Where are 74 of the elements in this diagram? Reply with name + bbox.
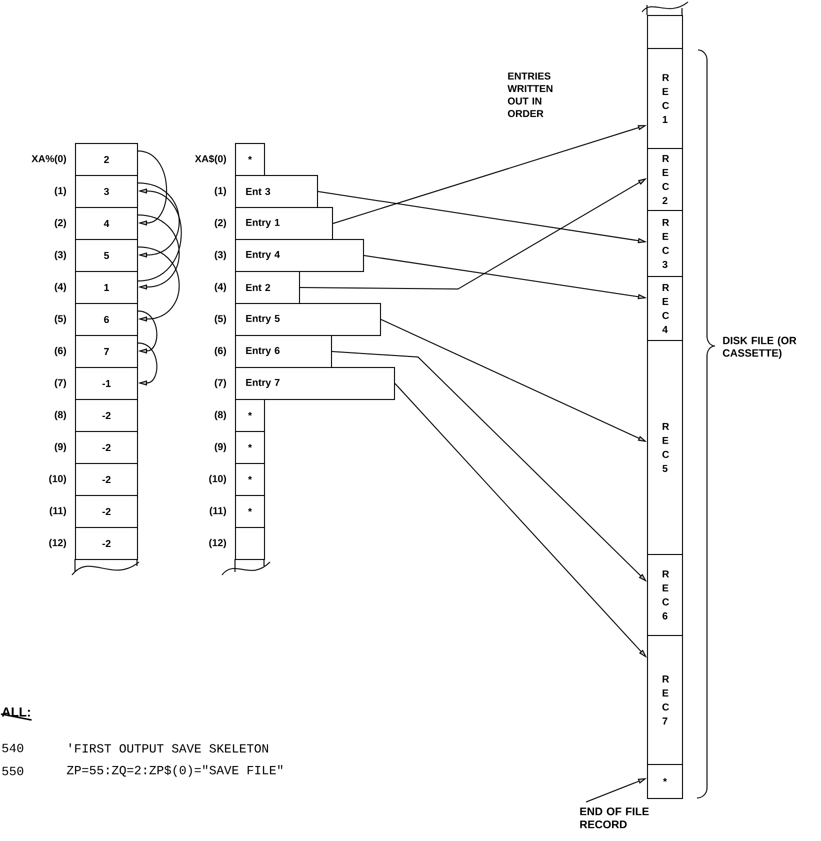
array-cell: 3	[75, 175, 138, 208]
arrow	[138, 182, 180, 258]
array-cell: 2	[75, 143, 138, 176]
array-cell: Entry 6	[235, 335, 332, 368]
index-label: (10)	[209, 474, 226, 484]
index-label: (6)	[214, 346, 226, 356]
array-cell: -2	[75, 399, 138, 432]
brace-label: DISK FILE (OR CASSETTE)	[722, 336, 796, 359]
array-cell: Ent 2	[235, 271, 300, 304]
index-label: (4)	[54, 282, 66, 292]
array-cell: Entry 5	[235, 303, 381, 336]
array-cell: *	[235, 143, 265, 176]
arrow	[138, 246, 180, 322]
array-cell: -1	[75, 367, 138, 400]
index-label: (3)	[54, 250, 66, 260]
index-label: (10)	[49, 474, 66, 484]
index-label: (2)	[54, 218, 66, 228]
array-cell: *	[235, 431, 265, 464]
array-cell: 1	[75, 271, 138, 304]
record-cell: R E C 2	[647, 148, 683, 211]
array-cell	[235, 527, 265, 560]
record-cell: R E C 4	[647, 276, 683, 341]
record-cell: R E C 1	[647, 48, 683, 149]
index-label: (11)	[50, 506, 66, 516]
array-cell: -2	[75, 495, 138, 528]
index-label: (5)	[214, 314, 226, 324]
index-label: (12)	[209, 538, 226, 548]
index-label: (8)	[214, 410, 226, 420]
record-cell: R E C 5	[647, 340, 683, 555]
array-cell: Entry 1	[235, 207, 333, 240]
index-label: (5)	[54, 314, 66, 324]
array-cell: -2	[75, 431, 138, 464]
array-cell: Ent 3	[235, 175, 318, 208]
record-cell	[647, 15, 683, 49]
array-cell: 7	[75, 335, 138, 368]
record-cell: R E C 3	[647, 210, 683, 277]
record-cell: R E C 6	[647, 554, 683, 636]
index-label: (9)	[54, 442, 66, 452]
index-label: (9)	[214, 442, 226, 452]
arrow	[138, 310, 158, 354]
index-label: XA$(0)	[194, 154, 226, 164]
index-label: (8)	[54, 410, 66, 420]
index-label: (7)	[214, 378, 226, 388]
array-cell: *	[235, 399, 265, 432]
index-label: (7)	[54, 378, 66, 388]
array-cell: -2	[75, 463, 138, 496]
index-label: XA%(0)	[32, 154, 66, 164]
array-cell: 5	[75, 239, 138, 272]
index-label: (12)	[49, 538, 66, 548]
code-line: ZP=55:ZQ=2:ZP$(0)="SAVE FILE"	[66, 765, 282, 777]
index-label: (3)	[214, 250, 226, 260]
index-label: (4)	[214, 282, 226, 292]
line-number: 540	[2, 744, 24, 752]
index-label: (1)	[54, 186, 66, 196]
callout-text: END OF FILE RECORD	[580, 808, 649, 828]
array-cell: Entry 4	[235, 239, 364, 272]
array-cell: -2	[75, 527, 138, 560]
arrow	[138, 214, 180, 290]
array-cell: 6	[75, 303, 138, 336]
array-cell: *	[235, 495, 265, 528]
index-label: (2)	[214, 218, 226, 228]
code-line: 'FIRST OUTPUT SAVE SKELETON	[70, 743, 268, 753]
index-label: (6)	[54, 346, 66, 356]
array-cell: *	[235, 463, 265, 496]
index-label: (11)	[210, 506, 226, 516]
record-cell: R E C 7	[647, 635, 683, 765]
index-label: (1)	[214, 186, 226, 196]
arrow	[138, 342, 158, 386]
array-cell: Entry 7	[235, 367, 395, 400]
line-number: 550	[2, 766, 24, 776]
arrow	[138, 150, 167, 226]
note-text: ENTRIES WRITTEN OUT IN ORDER	[508, 72, 552, 118]
array-cell: 4	[75, 207, 138, 240]
record-cell: *	[647, 764, 683, 799]
